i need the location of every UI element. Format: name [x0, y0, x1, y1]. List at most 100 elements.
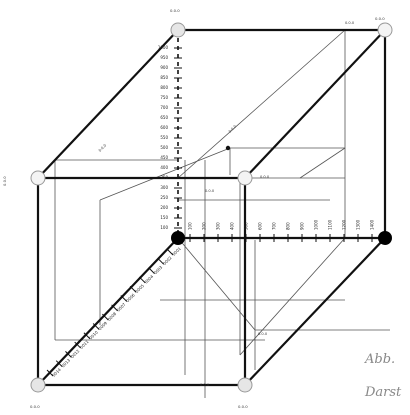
x-tick-label: 700: [272, 222, 277, 230]
x-tick-label: 1300: [356, 219, 361, 230]
node-white: [237, 377, 253, 393]
z-tick-label: 0008: [107, 311, 118, 322]
guide-line: [177, 237, 256, 331]
z-tick-label: 0013: [60, 357, 71, 368]
guide-lines: [38, 29, 390, 398]
node-white: [30, 170, 46, 186]
node-white: [237, 170, 253, 186]
cube-edge: [37, 29, 179, 179]
guide-line: [239, 237, 346, 356]
corner-label-left-front: 0.0.0: [2, 176, 7, 186]
z-tick-label: 0012: [70, 348, 81, 359]
y-tick-label: 250: [160, 195, 168, 200]
x-tick-label: 300: [216, 222, 221, 230]
corner-label-top-back: 0.0.0: [170, 8, 180, 13]
point-label-inner-right: 0.0.0: [205, 189, 215, 193]
y-tick-label: 750: [160, 95, 168, 100]
z-tick-label: 0002: [162, 255, 173, 266]
x-tick-label: 1200: [342, 219, 347, 230]
z-tick-label: 0001: [171, 246, 182, 257]
x-tick-label: 1100: [328, 219, 333, 230]
y-tick-label: 900: [160, 65, 168, 70]
point-label-front-top: 0.0.0: [345, 21, 355, 25]
x-tick-label: 1000: [314, 219, 319, 230]
y-tick-label: 500: [160, 145, 168, 150]
y-axis-ticks: 100 150 200 250 300 350 400 450 500 550 600 650 700 7…: [158, 45, 182, 230]
y-tick-label: 200: [160, 205, 168, 210]
guide-line: [99, 147, 231, 201]
x-tick-label: 200: [202, 222, 207, 230]
x-tick-label: 500: [244, 222, 249, 230]
guide-line: [177, 29, 346, 179]
node-white: [30, 377, 46, 393]
z-tick-mark: [83, 332, 91, 340]
x-tick-label: 600: [258, 222, 263, 230]
point-marker: [225, 145, 231, 151]
z-tick-mark: [129, 285, 137, 293]
x-tick-label: 100: [188, 222, 193, 230]
z-tick-mark: [120, 295, 128, 302]
corner-label-bottom-front-right: 0.0.0: [238, 404, 248, 409]
point-label-bottom-mid: 0.0.0: [200, 383, 210, 387]
x-tick-label: 1400: [370, 219, 375, 230]
z-tick-mark: [111, 304, 118, 312]
cube-edge: [244, 29, 386, 179]
z-tick-label: 0006: [125, 292, 136, 303]
y-tick-label: 450: [160, 155, 168, 160]
y-tick-label: 100: [160, 225, 168, 230]
z-tick-label: 0014: [51, 367, 62, 378]
figure-caption-line-2: Darst: [365, 385, 402, 400]
y-tick-label: 400: [160, 165, 168, 170]
z-tick-label: 0010: [88, 329, 99, 340]
z-tick-mark: [46, 369, 54, 377]
y-tick-label: 550: [160, 135, 168, 140]
z-tick-mark: [138, 276, 146, 284]
y-tick-label: 300: [160, 185, 168, 190]
x-tick-label: 400: [230, 222, 235, 230]
y-tick-label: 150: [160, 215, 168, 220]
z-tick-label: 0005: [134, 283, 145, 294]
y-tick-label: 850: [160, 75, 168, 80]
point-label-lower-mid: 0.0.0: [260, 175, 270, 179]
cube-edge: [244, 237, 386, 386]
corner-label-bottom-front-left: 0.0.0: [30, 404, 40, 409]
node-black: [378, 231, 392, 245]
node-white: [170, 22, 186, 38]
y-tick-label: 350: [160, 175, 168, 180]
guide-line: [299, 147, 346, 179]
z-tick-label: 0009: [97, 320, 108, 331]
x-tick-label: 800: [286, 222, 291, 230]
z-tick-label: 0003: [153, 264, 164, 275]
z-tick-mark: [157, 257, 165, 265]
z-tick-mark: [148, 267, 155, 274]
z-axis-ticks: 0001000200030004000500060007000800090010…: [46, 246, 182, 378]
y-tick-label: 1000: [158, 45, 169, 50]
z-tick-mark: [102, 313, 109, 321]
z-tick-mark: [166, 248, 174, 256]
cube-nodes: [30, 22, 393, 393]
z-tick-mark: [55, 360, 63, 368]
point-label-lower-right: 0.0.0: [258, 332, 268, 336]
y-tick-label: 950: [160, 55, 168, 60]
cube-edges: [36, 28, 387, 387]
node-black: [171, 231, 185, 245]
y-tick-label: 800: [160, 85, 168, 90]
z-tick-label: 0004: [143, 274, 154, 285]
node-white: [377, 22, 393, 38]
x-axis-ticks: 100 200 300 400 500 600 700 800 900 1000 1100 1200 1…: [188, 219, 375, 242]
point-label-inner-left: 0.0.0: [98, 143, 108, 153]
figure-caption-line-1: Abb.: [365, 352, 396, 367]
z-tick-label: 0007: [116, 301, 127, 312]
z-tick-mark: [74, 341, 82, 349]
y-tick-label: 650: [160, 115, 168, 120]
z-tick-label: 0011: [79, 339, 90, 350]
y-tick-label: 600: [160, 125, 168, 130]
cube-edge: [37, 237, 179, 386]
z-tick-mark: [92, 323, 100, 330]
z-tick-mark: [65, 351, 72, 358]
corner-label-top-front-right: 0.0.0: [375, 16, 385, 21]
y-tick-label: 700: [160, 105, 168, 110]
x-tick-label: 900: [300, 222, 305, 230]
point-label-upper-mid: 0.0.0: [228, 124, 238, 134]
